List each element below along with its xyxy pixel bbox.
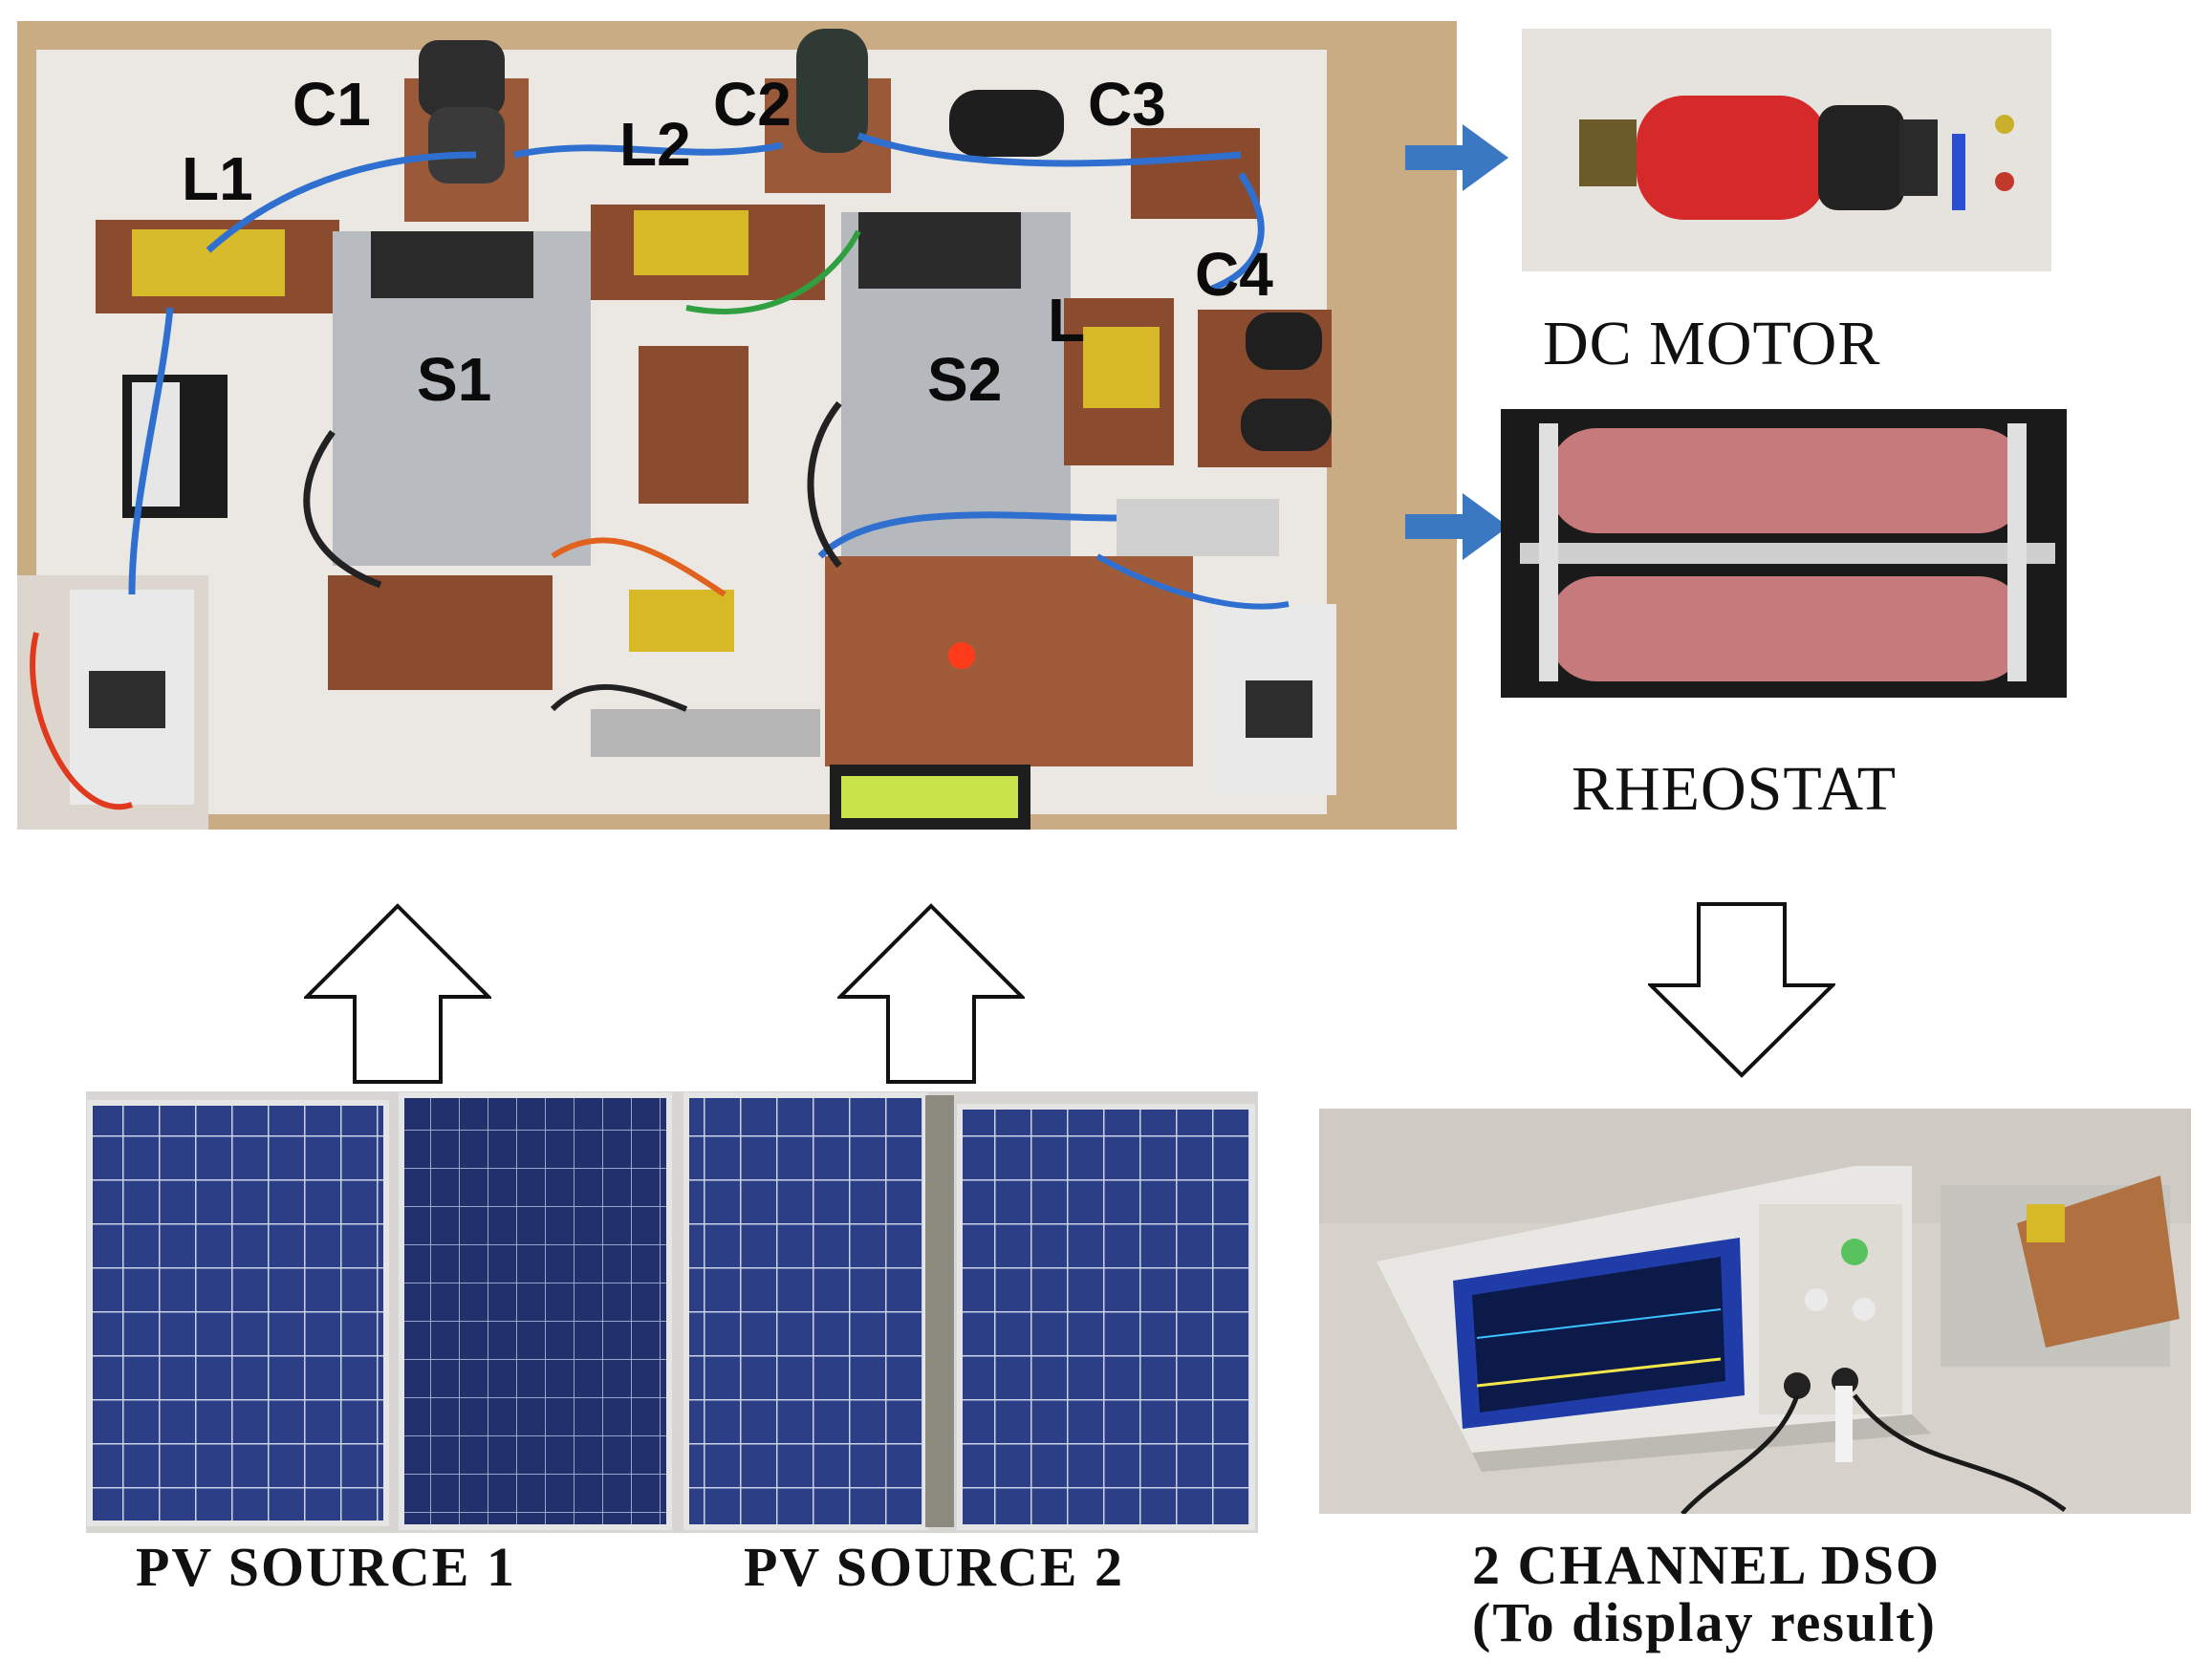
- caption-pv-source-2: PV SOURCE 2: [744, 1536, 1124, 1598]
- board-illustration: [17, 29, 1336, 830]
- down-arrow-icon: [1648, 902, 1835, 1078]
- caption-pv-source-1: PV SOURCE 1: [136, 1536, 516, 1598]
- rheostat-photo: [1501, 409, 2067, 698]
- dc-motor-photo: [1522, 29, 2051, 271]
- right-arrow-icon: [1405, 124, 1508, 191]
- dc-motor-illustration: [1522, 29, 2051, 271]
- label-s1: S1: [417, 345, 492, 414]
- pv-panels-illustration: [86, 1091, 1258, 1533]
- label-c2: C2: [713, 70, 792, 139]
- rheostat-illustration: [1501, 409, 2067, 698]
- label-l1: L1: [182, 144, 253, 213]
- hardware-board-photo: C1 L1 L2 C2 C3 C4 L S1 S2: [17, 21, 1457, 830]
- label-s2: S2: [927, 345, 1003, 414]
- dso-photo: [1319, 1109, 2191, 1514]
- label-c3: C3: [1088, 70, 1166, 139]
- caption-dso-line2: (To display result): [1472, 1591, 1937, 1653]
- right-arrow-icon: [1405, 493, 1508, 560]
- label-c4: C4: [1195, 240, 1273, 309]
- label-l2: L2: [619, 110, 691, 179]
- label-l: L: [1048, 286, 1086, 355]
- caption-dso-line1: 2 CHANNEL DSO: [1472, 1534, 1941, 1596]
- up-arrow-icon: [304, 903, 491, 1084]
- dso-illustration: [1319, 1109, 2191, 1514]
- label-c1: C1: [293, 70, 371, 139]
- caption-dc-motor: DC MOTOR: [1543, 309, 1881, 378]
- pv-panels-photo: [86, 1091, 1258, 1533]
- up-arrow-icon: [837, 903, 1025, 1084]
- caption-rheostat: RHEOSTAT: [1572, 754, 1898, 824]
